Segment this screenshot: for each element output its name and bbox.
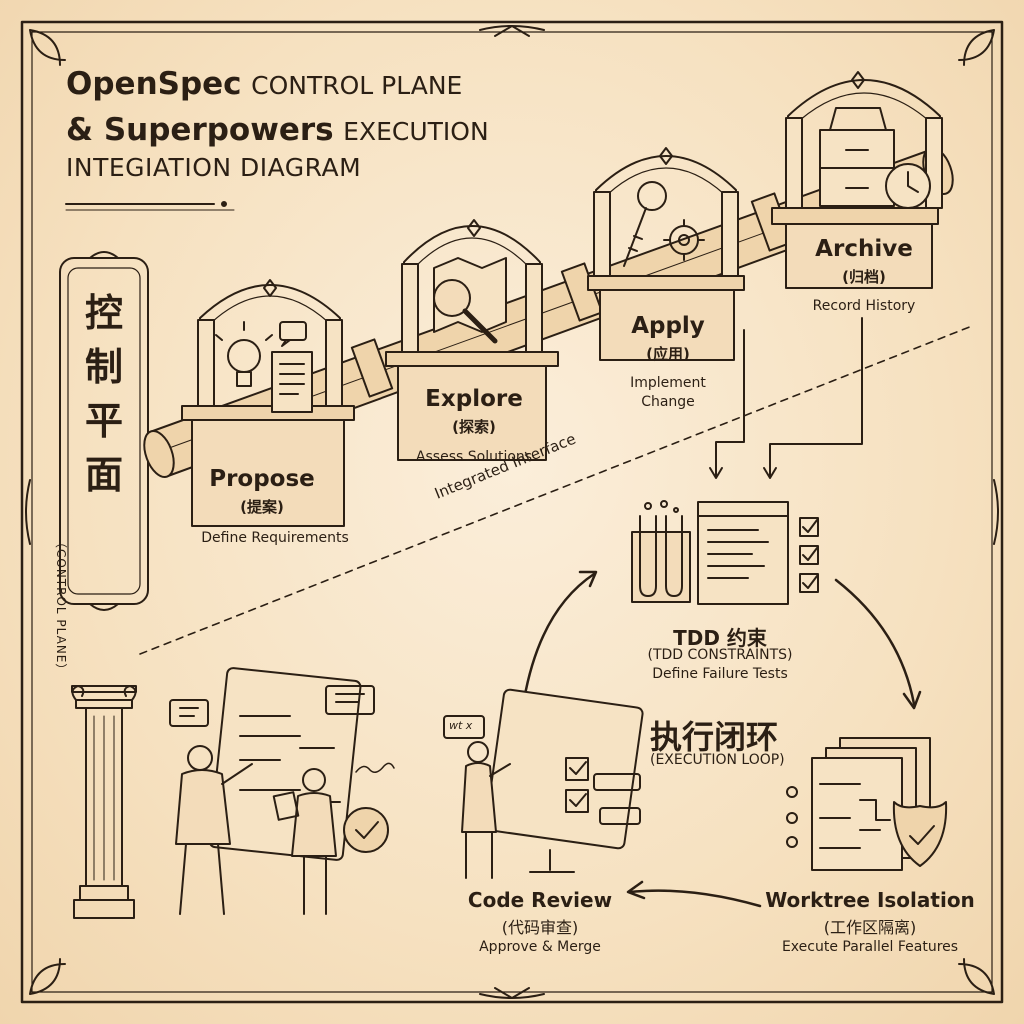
archive-stage-illustration xyxy=(771,71,943,289)
title-line-3: INTEGIATION DIAGRAM xyxy=(66,153,362,182)
step-worktree-name: Worktree Isolation xyxy=(765,888,975,912)
stage-apply-name: Apply xyxy=(631,313,705,339)
stage-archive-cn: (归档) xyxy=(842,268,886,286)
review-scribble: wt x xyxy=(449,719,473,732)
stage-explore-desc: Assess Solutions xyxy=(415,449,533,465)
step-review-desc: Approve & Merge xyxy=(479,939,601,955)
control-plane-label-cn: 控制平面 xyxy=(84,291,123,497)
integrated-interface-divider xyxy=(139,325,973,655)
classical-column xyxy=(71,685,137,919)
step-tdd-name: TDD 约束 xyxy=(673,626,767,650)
control-plane-cartouche xyxy=(59,251,149,611)
title-underline xyxy=(65,201,235,211)
stage-apply-desc-1: Implement xyxy=(630,375,706,391)
title-line-2: & Superpowers EXECUTION xyxy=(66,112,489,148)
stage-explore-cn: (探索) xyxy=(452,418,496,436)
code-review-illustration xyxy=(443,688,644,879)
stage-archive-desc: Record History xyxy=(812,298,916,314)
step-tdd-sub: (TDD CONSTRAINTS) xyxy=(647,647,793,663)
pipeline-connectors xyxy=(709,317,863,479)
control-plane-label-en: （CONTROL PLANE） xyxy=(54,536,68,677)
propose-stage-illustration xyxy=(181,279,355,527)
stage-archive-name: Archive xyxy=(815,236,913,262)
step-review-name: Code Review xyxy=(467,888,613,912)
stage-propose-desc: Define Requirements xyxy=(201,530,349,546)
stage-apply-cn: (应用) xyxy=(646,345,690,363)
stage-propose-name: Propose xyxy=(209,466,315,492)
stage-apply-desc-2: Change xyxy=(641,394,695,410)
ornate-border xyxy=(20,20,1004,1004)
stage-propose-cn: (提案) xyxy=(240,498,284,516)
execution-loop-label-cn: 执行闭环 xyxy=(650,718,779,756)
worktree-illustration xyxy=(786,737,948,871)
step-worktree-desc: Execute Parallel Features xyxy=(781,939,959,955)
step-worktree-cn: (工作区隔离) xyxy=(823,918,917,937)
apply-stage-illustration xyxy=(587,147,745,361)
step-review-cn: (代码审查) xyxy=(501,918,579,937)
title-line-1: OpenSpec CONTROL PLANE xyxy=(66,66,463,102)
execution-loop-label-en: (EXECUTION LOOP) xyxy=(650,752,785,768)
step-tdd-desc: Define Failure Tests xyxy=(652,666,788,682)
execution-loop-arrows xyxy=(522,570,922,908)
team-illustration xyxy=(169,667,395,915)
explore-stage-illustration xyxy=(385,219,559,461)
stage-explore-name: Explore xyxy=(425,386,523,412)
control-plane-label-en-box: （CONTROL PLANE） xyxy=(54,496,144,676)
tdd-illustration xyxy=(631,500,819,605)
